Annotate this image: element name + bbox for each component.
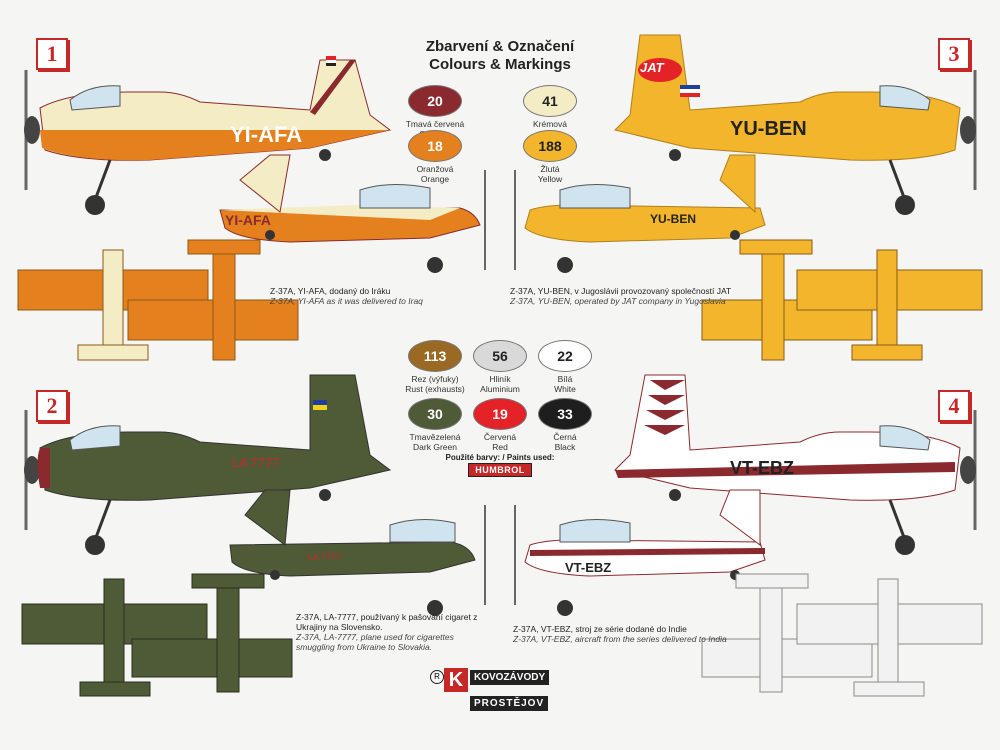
caption-2-en-line1: Z-37A, LA-7777, plane used for cigarette… bbox=[296, 632, 454, 642]
swatch-code: 33 bbox=[538, 398, 592, 430]
swatch-label-cz: Červená bbox=[483, 432, 517, 442]
badge-1: 1 bbox=[36, 38, 68, 70]
title-english: Colours & Markings bbox=[429, 56, 571, 73]
caption-3-en: Z-37A, YU-BEN, operated by JAT company i… bbox=[510, 296, 726, 306]
aircraft-2-side-small bbox=[229, 489, 486, 616]
aircraft-3-registration: YU-BEN bbox=[730, 118, 807, 140]
logo-text-top: KOVOZÁVODY bbox=[470, 670, 550, 685]
caption-4-en: Z-37A, VT-EBZ, aircraft from the series … bbox=[513, 634, 727, 644]
aircraft-4-top-views bbox=[701, 573, 983, 697]
swatch-code: 30 bbox=[408, 398, 462, 430]
swatch-code: 20 bbox=[408, 85, 462, 117]
swatch-label-cz: Černá bbox=[553, 432, 577, 442]
paints-used: Použité barvy: / Paints used: HUMBROL bbox=[420, 453, 580, 477]
swatch-label-cz: Hliník bbox=[489, 374, 511, 384]
aircraft-2-side bbox=[24, 374, 392, 555]
swatch-code: 22 bbox=[538, 340, 592, 372]
swatch-label-cz: Tmavá červená bbox=[405, 119, 465, 129]
caption-4-cz: Z-37A, VT-EBZ, stroj ze série dodané do … bbox=[513, 624, 687, 634]
caption-1-cz: Z-37A, YI-AFA, dodaný do Iráku bbox=[270, 286, 391, 296]
badge-2: 2 bbox=[36, 390, 68, 422]
swatch-label-en: Aluminium bbox=[480, 384, 520, 394]
badge-3: 3 bbox=[938, 38, 970, 70]
swatch-label-en: Black bbox=[554, 442, 576, 452]
swatch-code: 56 bbox=[473, 340, 527, 372]
swatch-label-cz: Bílá bbox=[557, 374, 573, 384]
caption-2-cz-line2: Ukrajiny na Slovensko. bbox=[296, 622, 383, 632]
swatch-label-en: Dark Green bbox=[413, 442, 457, 452]
kovozavody-k-mark: K bbox=[444, 668, 468, 692]
swatch-label-en: Rust (exhausts) bbox=[405, 384, 465, 394]
caption-1: Z-37A, YI-AFA, dodaný do Iráku Z-37A, YI… bbox=[270, 286, 423, 306]
aircraft-3-side bbox=[614, 34, 977, 215]
caption-3: Z-37A, YU-BEN, v Jugoslávii provozovaný … bbox=[510, 286, 731, 306]
caption-2-en-line2: smuggling from Ukraine to Slovakia. bbox=[296, 642, 433, 652]
swatch-label-cz: Rez (výfuky) bbox=[411, 374, 459, 384]
aircraft-1-top-views bbox=[17, 239, 299, 361]
aircraft-4-side bbox=[614, 374, 977, 555]
swatch-label-cz: Žlutá bbox=[540, 164, 560, 174]
registered-mark: R bbox=[430, 670, 444, 684]
swatch-label-en: Yellow bbox=[537, 174, 563, 184]
swatch-label-cz: Krémová bbox=[532, 119, 567, 129]
jat-logo: JAT bbox=[640, 60, 664, 75]
aircraft-2-registration: LA 7777 bbox=[232, 455, 280, 470]
swatch-label: Rez (výfuky)Rust (exhausts) bbox=[405, 374, 465, 394]
title-czech: Zbarvení & Označení bbox=[425, 38, 575, 55]
aircraft-4-side-small bbox=[514, 489, 766, 616]
aircraft-1-side bbox=[24, 56, 392, 215]
aircraft-2-small-registration: LA 7777 bbox=[308, 552, 342, 562]
aircraft-1-side-small bbox=[219, 154, 486, 273]
aircraft-3-small-registration: YU-BEN bbox=[650, 212, 697, 226]
aircraft-3-top-views bbox=[701, 239, 983, 361]
aircraft-4-small-registration: VT-EBZ bbox=[565, 560, 612, 575]
aircraft-2-top-views bbox=[21, 573, 293, 697]
swatch-code: 18 bbox=[408, 130, 462, 162]
humbrol-logo: HUMBROL bbox=[468, 463, 532, 477]
aircraft-3-side-small bbox=[514, 154, 766, 273]
swatch-code: 188 bbox=[523, 130, 577, 162]
aircraft-4-registration: VT-EBZ bbox=[730, 458, 795, 478]
aircraft-1-small-registration: YI-AFA bbox=[225, 212, 271, 228]
logo-text-bottom: PROSTĚJOV bbox=[470, 696, 549, 711]
swatch-label-en: White bbox=[554, 384, 576, 394]
swatch-label-en: Red bbox=[492, 442, 508, 452]
caption-4: Z-37A, VT-EBZ, stroj ze série dodané do … bbox=[513, 624, 727, 644]
swatch-label-cz: Tmavězelená bbox=[409, 432, 461, 442]
page-title: Zbarvení & Označení Colours & Markings bbox=[0, 38, 1000, 74]
swatch-code: 41 bbox=[523, 85, 577, 117]
caption-3-cz: Z-37A, YU-BEN, v Jugoslávii provozovaný … bbox=[510, 286, 732, 296]
swatch-label-en: Orange bbox=[420, 174, 450, 184]
caption-2-cz-line1: Z-37A, LA-7777, používaný k pašování cig… bbox=[296, 612, 478, 622]
kovozavody-logo: R K KOVOZÁVODY PROSTĚJOV bbox=[430, 668, 570, 718]
swatch-label-cz: Oranžová bbox=[416, 164, 454, 174]
caption-2: Z-37A, LA-7777, používaný k pašování cig… bbox=[296, 612, 496, 652]
swatch-code: 113 bbox=[408, 340, 462, 372]
badge-4: 4 bbox=[938, 390, 970, 422]
aircraft-1-registration: YI-AFA bbox=[230, 122, 303, 147]
swatch-code: 19 bbox=[473, 398, 527, 430]
paints-used-label: Použité barvy: / Paints used: bbox=[445, 453, 555, 462]
caption-1-en: Z-37A, YI-AFA as it was delivered to Ira… bbox=[270, 296, 423, 306]
